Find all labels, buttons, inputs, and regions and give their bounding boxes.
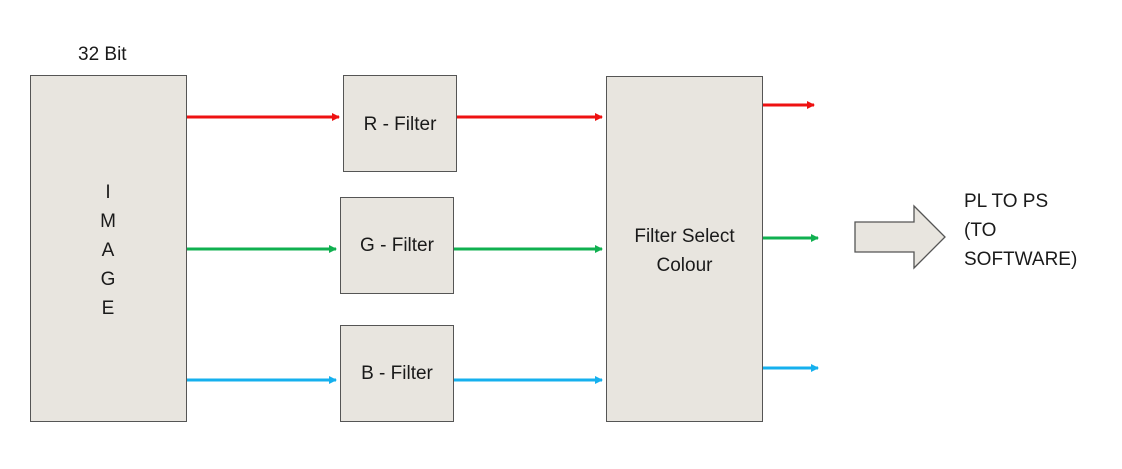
filter-select-colour-label: Filter Select Colour bbox=[634, 226, 735, 276]
image-block bbox=[30, 75, 187, 422]
g-filter-label: G - Filter bbox=[360, 235, 434, 256]
bit-width-label: 32 Bit bbox=[78, 44, 127, 65]
block-arrow-pl-to-ps bbox=[854, 204, 946, 270]
r-filter-label: R - Filter bbox=[363, 114, 437, 135]
r-filter-block bbox=[343, 75, 457, 172]
image-block-label: I M A G E bbox=[100, 182, 116, 319]
filter-select-colour-block bbox=[606, 76, 763, 422]
b-filter-block bbox=[340, 325, 454, 422]
g-filter-block bbox=[340, 197, 454, 294]
output-destination-label: PL TO PS (TO SOFTWARE) bbox=[964, 191, 1078, 270]
b-filter-label: B - Filter bbox=[361, 363, 433, 384]
